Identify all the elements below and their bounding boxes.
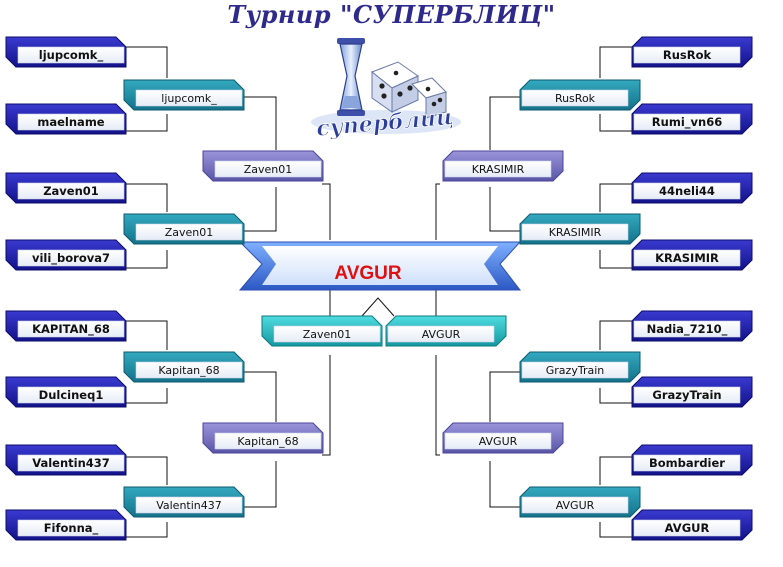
left-r2-box-1: ljupcomk_ <box>123 79 245 111</box>
right-r1-box-4: KRASIMIR <box>631 239 753 271</box>
left-r1-box-8-label: Fifonna_ <box>44 521 99 536</box>
right-r2-box-3: GrazyTrain <box>519 351 641 383</box>
right-r2-box-4: AVGUR <box>519 486 641 518</box>
right-r1-box-7-label: Bombardier <box>649 456 725 470</box>
right-r1-box-2: Rumi_vn66 <box>631 103 753 135</box>
left-r1-box-3: Zaven01 <box>5 172 127 204</box>
right-r2-box-1-label: RusRok <box>555 92 596 105</box>
dice-icon <box>371 61 447 119</box>
logo-text: суперблиц <box>315 104 454 142</box>
left-r1-box-8: Fifonna_ <box>5 509 127 541</box>
right-r2-box-3-label: GrazyTrain <box>546 364 604 377</box>
champion-banner: AVGUR <box>238 241 522 291</box>
left-r1-box-3-label: Zaven01 <box>43 184 99 198</box>
right-r3-box-2: AVGUR <box>442 422 564 454</box>
left-r3-box-2-label: Kapitan_68 <box>237 435 298 448</box>
right-r3-box-1-label: KRASIMIR <box>472 163 525 176</box>
right-r2-box-2-label: KRASIMIR <box>549 226 602 239</box>
right-r1-box-2-label: Rumi_vn66 <box>652 115 722 130</box>
right-r1-box-4-label: KRASIMIR <box>655 251 719 265</box>
right-r1-box-6: GrazyTrain <box>631 376 753 408</box>
right-final-box: AVGUR <box>385 315 507 347</box>
right-final-box-label: AVGUR <box>422 328 461 341</box>
left-r1-box-2-label: maelname <box>37 115 104 129</box>
left-r1-box-6-label: Dulcineq1 <box>39 388 104 402</box>
left-r2-box-2-label: Zaven01 <box>165 226 214 239</box>
left-r1-box-2: maelname <box>5 103 127 135</box>
champion-name: AVGUR <box>334 263 401 284</box>
hourglass-icon <box>337 38 365 44</box>
right-r1-box-7: Bombardier <box>631 444 753 476</box>
right-r1-box-1-label: RusRok <box>663 48 712 62</box>
right-r1-box-8: AVGUR <box>631 509 753 541</box>
left-r1-box-7-label: Valentin437 <box>32 456 110 470</box>
left-r1-box-5: KAPITAN_68 <box>5 310 127 342</box>
left-r1-box-4-label: vili_borova7 <box>32 251 110 266</box>
left-final-box: Zaven01 <box>261 315 383 347</box>
right-r3-box-1: KRASIMIR <box>442 150 564 182</box>
left-r1-box-7: Valentin437 <box>5 444 127 476</box>
right-r1-box-8-label: AVGUR <box>665 521 710 535</box>
left-r1-box-4: vili_borova7 <box>5 239 127 271</box>
left-r2-box-4: Valentin437 <box>123 486 245 518</box>
right-r2-box-1: RusRok <box>519 79 641 111</box>
left-r2-box-4-label: Valentin437 <box>156 499 222 512</box>
right-r3-box-2-label: AVGUR <box>479 435 518 448</box>
left-final-box-label: Zaven01 <box>303 328 352 341</box>
superblitz-logo: суперблиц <box>311 38 461 142</box>
right-r2-box-4-label: AVGUR <box>556 499 595 512</box>
left-r1-box-6: Dulcineq1 <box>5 376 127 408</box>
left-r2-box-3: Kapitan_68 <box>123 351 245 383</box>
right-r1-box-5: Nadia_7210_ <box>631 310 753 342</box>
left-r1-box-1: ljupcomk_ <box>5 36 127 68</box>
left-r2-box-2: Zaven01 <box>123 213 245 245</box>
left-r2-box-3-label: Kapitan_68 <box>158 364 219 377</box>
right-r1-box-3-label: 44neli44 <box>659 184 715 198</box>
left-r3-box-2: Kapitan_68 <box>202 422 324 454</box>
right-r1-box-1: RusRok <box>631 36 753 68</box>
left-r3-box-1: Zaven01 <box>202 150 324 182</box>
right-r1-box-5-label: Nadia_7210_ <box>647 322 728 337</box>
left-r3-box-1-label: Zaven01 <box>244 163 293 176</box>
bracket-connector-lines <box>120 46 640 538</box>
right-r2-box-2: KRASIMIR <box>519 213 641 245</box>
left-r1-box-1-label: ljupcomk_ <box>39 48 104 63</box>
left-r2-box-1-label: ljupcomk_ <box>161 92 217 105</box>
right-r1-box-6-label: GrazyTrain <box>652 388 721 402</box>
tournament-title: Турнир "СУПЕРБЛИЦ" <box>227 0 556 29</box>
right-r1-box-3: 44neli44 <box>631 172 753 204</box>
left-r1-box-5-label: KAPITAN_68 <box>32 322 110 337</box>
